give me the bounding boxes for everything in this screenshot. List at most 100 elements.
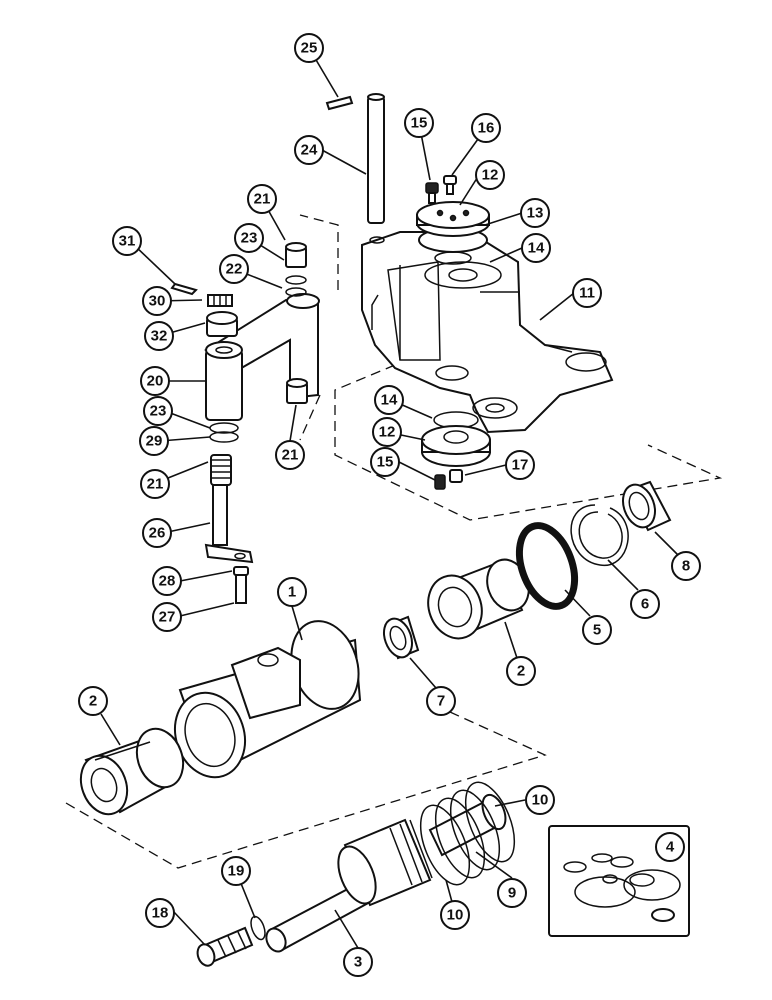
callout-15-upper-label: 15 [411, 115, 428, 132]
callout-27-label: 27 [159, 609, 176, 626]
callout-10-lower-label: 10 [447, 907, 464, 924]
callout-23-upper: 23 [234, 223, 264, 253]
callout-15-lower: 15 [370, 447, 400, 477]
callout-32-label: 32 [151, 328, 168, 345]
callout-16-label: 16 [478, 120, 495, 137]
callout-18-label: 18 [152, 905, 169, 922]
callout-9-label: 9 [508, 885, 516, 902]
callout-26: 26 [142, 518, 172, 548]
bushing-7 [382, 615, 420, 660]
callout-31-label: 31 [119, 233, 136, 250]
callout-8-label: 8 [682, 558, 690, 575]
callout-3-label: 3 [354, 954, 362, 971]
castle-nut-and-pin [170, 282, 233, 307]
callout-18: 18 [145, 898, 175, 928]
callout-23-lower-label: 23 [150, 403, 167, 420]
callout-32: 32 [144, 321, 174, 351]
callout-4: 4 [655, 832, 685, 862]
callout-21-right-label: 21 [282, 447, 299, 464]
adjusting-nut-left [79, 727, 185, 816]
callout-5: 5 [582, 615, 612, 645]
callout-23-upper-label: 23 [241, 230, 258, 247]
callout-2-left: 2 [78, 686, 108, 716]
cap-screws-upper [425, 175, 457, 204]
swivel-housing [361, 231, 614, 434]
upper-cap-assembly [416, 201, 490, 265]
end-plug-8 [622, 480, 672, 532]
callout-28-label: 28 [159, 573, 176, 590]
callout-14-lower: 14 [374, 385, 404, 415]
callout-28: 28 [152, 566, 182, 596]
callout-21-top-label: 21 [254, 191, 271, 208]
callout-16: 16 [471, 113, 501, 143]
callout-19: 19 [221, 856, 251, 886]
callout-17-label: 17 [512, 457, 529, 474]
callout-19-label: 19 [228, 863, 245, 880]
callout-14-upper: 14 [521, 233, 551, 263]
callout-25: 25 [294, 33, 324, 63]
callout-1-label: 1 [288, 584, 296, 601]
piston-rings [419, 781, 516, 886]
callout-7-label: 7 [437, 693, 445, 710]
callout-21-left-label: 21 [147, 476, 164, 493]
hose-fitting [196, 915, 266, 967]
callout-21-top: 21 [247, 184, 277, 214]
callout-6-label: 6 [641, 596, 649, 613]
roll-pin [325, 95, 354, 111]
callout-13: 13 [520, 198, 550, 228]
adjusting-nut-right [427, 558, 530, 640]
callout-13-label: 13 [527, 205, 544, 222]
piston-rod [265, 793, 507, 953]
callout-6: 6 [630, 589, 660, 619]
pivot-pin [367, 93, 385, 224]
callout-10-lower: 10 [440, 900, 470, 930]
callout-24-label: 24 [301, 142, 318, 159]
callout-3: 3 [343, 947, 373, 977]
callout-21-left: 21 [140, 469, 170, 499]
callout-2-right: 2 [506, 656, 536, 686]
callout-9: 9 [497, 878, 527, 908]
callout-12-lower-label: 12 [379, 424, 396, 441]
callout-30-label: 30 [149, 293, 166, 310]
callout-14-lower-label: 14 [381, 392, 398, 409]
callout-10-upper: 10 [525, 785, 555, 815]
callout-22: 22 [219, 254, 249, 284]
callout-22-label: 22 [226, 261, 243, 278]
snap-ring-6 [570, 504, 629, 566]
callout-31: 31 [112, 226, 142, 256]
seal-kit-box [548, 825, 690, 937]
callout-17: 17 [505, 450, 535, 480]
ball-stud [204, 454, 254, 604]
cylinder-housing [174, 620, 362, 779]
callout-11-label: 11 [579, 285, 595, 302]
callout-20-label: 20 [147, 373, 164, 390]
callout-10-upper-label: 10 [532, 792, 549, 809]
callout-23-lower: 23 [143, 396, 173, 426]
callout-15-lower-label: 15 [377, 454, 394, 471]
callout-25-label: 25 [301, 40, 318, 57]
callout-12-lower: 12 [372, 417, 402, 447]
callout-2-left-label: 2 [89, 693, 97, 710]
callout-15-upper: 15 [404, 108, 434, 138]
callout-1: 1 [277, 577, 307, 607]
lower-cap-assembly [421, 411, 491, 490]
callout-29: 29 [139, 426, 169, 456]
callout-27: 27 [152, 602, 182, 632]
callout-11: 11 [572, 278, 602, 308]
callout-8: 8 [671, 551, 701, 581]
callout-29-label: 29 [146, 433, 163, 450]
callout-5-label: 5 [593, 622, 601, 639]
callout-12-upper: 12 [475, 160, 505, 190]
callout-14-upper-label: 14 [528, 240, 545, 257]
callout-26-label: 26 [149, 525, 166, 542]
callout-7: 7 [426, 686, 456, 716]
callout-4-label: 4 [666, 839, 675, 856]
callout-20: 20 [140, 366, 170, 396]
callout-12-upper-label: 12 [482, 167, 499, 184]
callout-21-right: 21 [275, 440, 305, 470]
callout-30: 30 [142, 286, 172, 316]
leader-lines [100, 47, 679, 949]
seal-ring-5 [515, 522, 579, 610]
callout-2-right-label: 2 [517, 663, 525, 680]
